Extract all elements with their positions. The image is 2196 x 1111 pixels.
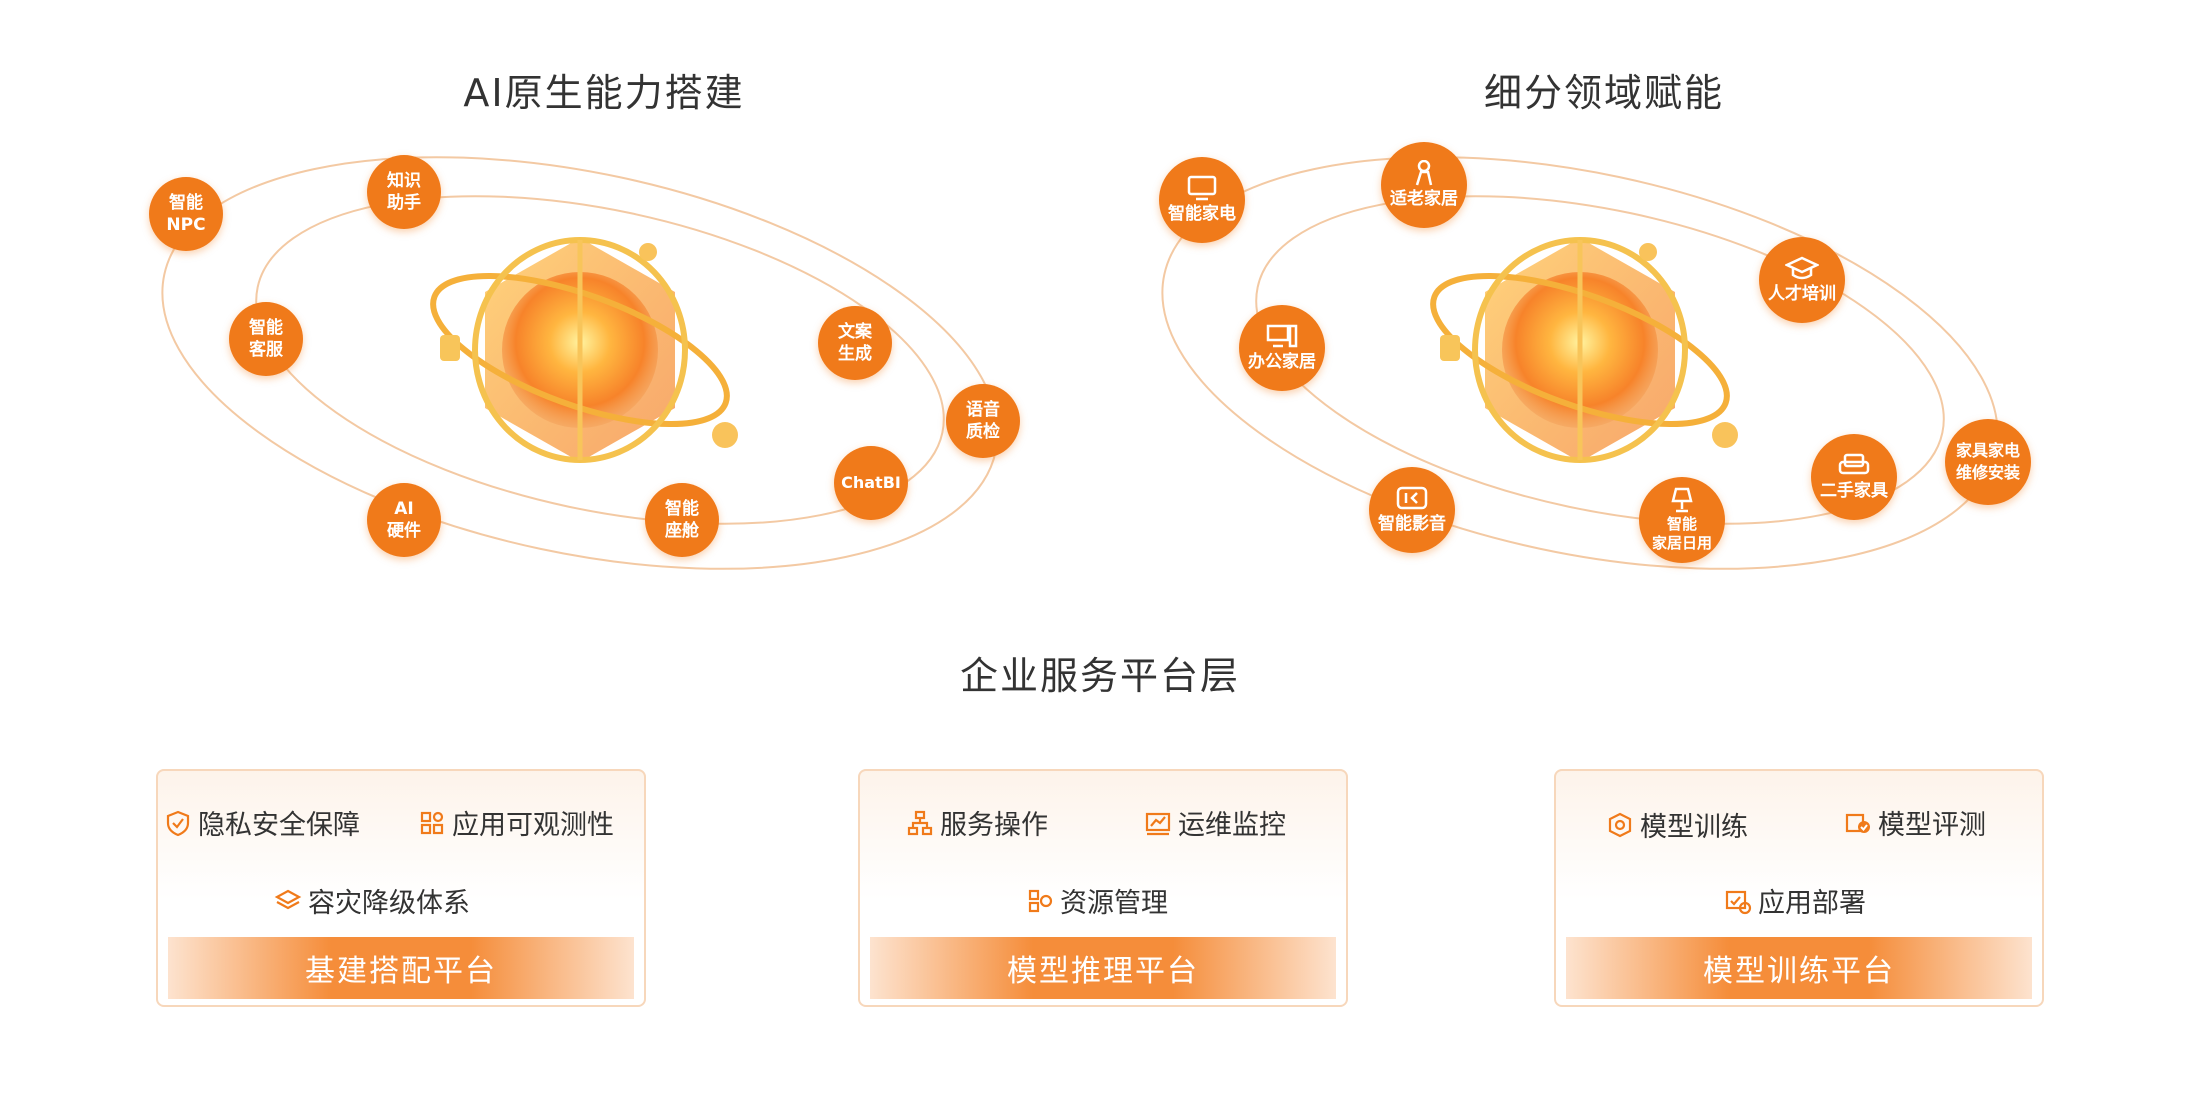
grid-icon: [418, 809, 446, 837]
feature-label: 容灾降级体系: [308, 888, 470, 919]
node-label: 办公家居: [1248, 352, 1316, 372]
card-footer-infra: 基建搭配平台: [168, 937, 634, 999]
card-footer-training: 模型训练平台: [1566, 937, 2032, 999]
elder-icon: [1407, 159, 1441, 186]
feature-label: 模型评测: [1878, 810, 1986, 841]
monitor-chart-icon: [1144, 809, 1172, 837]
title-domain-enable: 细分领域赋能: [1483, 71, 1725, 115]
node-label: 智能 NPC: [166, 193, 206, 235]
feature-observability: 应用可观测性: [418, 803, 614, 842]
node-smart-service: 智能 客服: [229, 302, 303, 376]
node-chatbi: ChatBI: [834, 446, 908, 520]
node-talent-training: 人才培训: [1759, 237, 1845, 323]
box-check-icon: [1844, 809, 1872, 837]
node-label: 适老家居: [1390, 189, 1458, 209]
node-copywriting: 文案 生成: [818, 306, 892, 380]
node-label: 二手家具: [1820, 481, 1888, 501]
node-voice-qa: 语音 质检: [946, 384, 1020, 458]
node-office-home: 办公家居: [1239, 305, 1325, 391]
node-label: ChatBI: [841, 473, 901, 492]
node-knowledge-assistant: 知识 助手: [367, 155, 441, 229]
node-smart-av: 智能影音: [1369, 467, 1455, 553]
network-icon: [906, 809, 934, 837]
feature-privacy-security: 隐私安全保障: [164, 803, 360, 842]
cube-gear-icon: [1606, 811, 1634, 839]
sofa-icon: [1837, 452, 1871, 478]
node-label: 智能家电: [1168, 204, 1236, 224]
title-enterprise-platform: 企业服务平台层: [959, 654, 1241, 698]
lamp-icon: [1665, 487, 1699, 513]
feature-label: 模型训练: [1640, 812, 1748, 843]
node-label: 语音 质检: [966, 400, 1000, 442]
node-smart-cabin: 智能 座舱: [645, 483, 719, 557]
feature-label: 运维监控: [1178, 810, 1286, 841]
feature-disaster-recovery: 容灾降级体系: [274, 881, 470, 920]
feature-resource-mgmt: 资源管理: [1026, 881, 1168, 920]
node-smart-daily: 智能 家居日用: [1639, 477, 1725, 563]
right-core-icon: [1430, 237, 1738, 463]
feature-model-eval: 模型评测: [1844, 803, 1986, 842]
node-elder-home: 适老家居: [1381, 142, 1467, 228]
card-infra-platform: 隐私安全保障 应用可观测性 容灾降级体系 基建搭配平台: [156, 769, 646, 1007]
tv-icon: [1185, 175, 1219, 201]
node-label: 智能影音: [1378, 514, 1446, 534]
feature-label: 资源管理: [1060, 888, 1168, 919]
node-repair-install: 家具家电 维修安装: [1945, 419, 2031, 505]
node-smart-npc: 智能 NPC: [149, 177, 223, 251]
node-secondhand-furniture: 二手家具: [1811, 434, 1897, 520]
feature-service-ops: 服务操作: [906, 803, 1048, 842]
card-training-platform: 模型训练 模型评测 应用部署 模型训练平台: [1554, 769, 2044, 1007]
feature-label: 应用可观测性: [452, 810, 614, 841]
computer-icon: [1265, 323, 1299, 349]
node-smart-appliance: 智能家电: [1159, 157, 1245, 243]
resource-icon: [1026, 887, 1054, 915]
node-label: 知识 助手: [387, 171, 421, 213]
node-label: 智能 家居日用: [1651, 515, 1712, 552]
node-ai-hardware: AI 硬件: [367, 483, 441, 557]
node-label: 人才培训: [1768, 284, 1836, 304]
title-ai-native: AI原生能力搭建: [463, 71, 745, 115]
feature-ops-monitor: 运维监控: [1144, 803, 1286, 842]
feature-model-training: 模型训练: [1606, 805, 1748, 844]
feature-app-deploy: 应用部署: [1724, 881, 1866, 920]
shield-icon: [164, 809, 192, 837]
feature-label: 服务操作: [940, 810, 1048, 841]
node-label: 智能 座舱: [665, 499, 699, 541]
deploy-icon: [1724, 887, 1752, 915]
card-footer-inference: 模型推理平台: [870, 937, 1336, 999]
node-label: 文案 生成: [838, 322, 872, 364]
layers-icon: [274, 887, 302, 915]
card-inference-platform: 服务操作 运维监控 资源管理 模型推理平台: [858, 769, 1348, 1007]
left-core-icon: [430, 237, 738, 463]
feature-label: 隐私安全保障: [198, 810, 360, 841]
feature-label: 应用部署: [1758, 888, 1866, 919]
node-label: 家具家电 维修安装: [1955, 441, 2020, 482]
speaker-icon: [1395, 485, 1429, 511]
graduation-cap-icon: [1784, 255, 1820, 281]
node-label: 智能 客服: [249, 318, 283, 360]
node-label: AI 硬件: [387, 499, 421, 541]
